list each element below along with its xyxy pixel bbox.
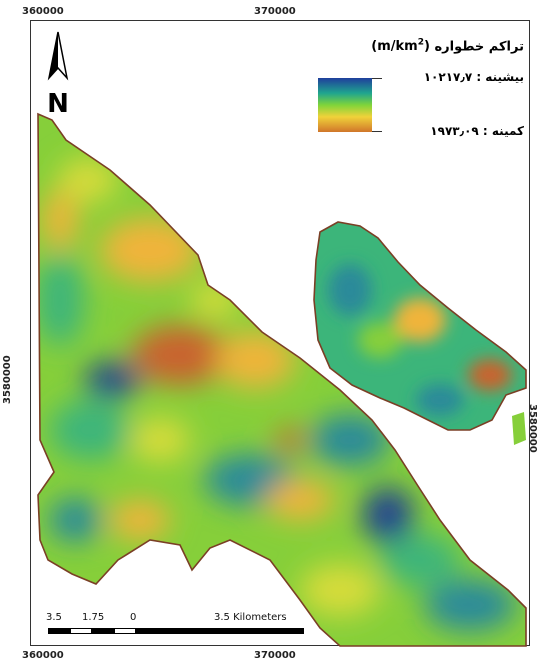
blob-mid-3 bbox=[300, 564, 380, 616]
blob-high-6 bbox=[424, 579, 516, 631]
scale-seg-4 bbox=[114, 628, 136, 634]
east-density-blobs bbox=[328, 264, 512, 416]
blob-lowmid-5 bbox=[110, 500, 170, 540]
blob-low-1 bbox=[132, 325, 228, 385]
legend-title-text: تراکم خطواره bbox=[434, 39, 524, 55]
legend-max-label: بیشینه : ۱۰۲۱۷٫۷ bbox=[423, 70, 524, 84]
scale-seg-2 bbox=[70, 628, 92, 634]
scale-label-4: 3.5 Kilometers bbox=[214, 612, 287, 623]
blob-vhigh-2 bbox=[362, 487, 414, 543]
blob-high-4 bbox=[310, 414, 390, 466]
north-letter: N bbox=[47, 89, 69, 118]
legend-max-tick bbox=[372, 78, 382, 79]
blob-lowmid-3 bbox=[266, 480, 334, 520]
scale-label-1: 3.5 bbox=[46, 612, 62, 623]
blob-lowmid-1 bbox=[100, 218, 200, 282]
legend-unit: (m/km2) bbox=[371, 38, 430, 55]
coord-bottom-mid: 370000 bbox=[254, 650, 296, 661]
coord-bottom-left: 360000 bbox=[22, 650, 64, 661]
east-blob-1 bbox=[394, 298, 446, 342]
scale-seg-5 bbox=[136, 628, 304, 634]
legend: تراکم خطواره (m/km2) بیشینه : ۱۰۲۱۷٫۷ کم… bbox=[314, 38, 524, 158]
blob-mid-4 bbox=[191, 282, 239, 318]
tip-fill bbox=[512, 412, 526, 445]
scale-label-2: 1.75 bbox=[82, 612, 105, 623]
east-blob-5 bbox=[416, 384, 464, 416]
scale-bar: 3.5 1.75 0 3.5 Kilometers bbox=[46, 612, 306, 642]
blob-vhigh-1 bbox=[84, 362, 140, 398]
blob-mid-2 bbox=[130, 418, 190, 462]
scale-seg-1 bbox=[48, 628, 70, 634]
blob-high-1 bbox=[38, 254, 84, 346]
east-blob-2 bbox=[468, 359, 512, 391]
blob-high-5 bbox=[380, 534, 460, 586]
scale-seg-3 bbox=[92, 628, 114, 634]
blob-high-2 bbox=[50, 400, 130, 460]
tip-landmass bbox=[512, 412, 526, 445]
blob-mid-1 bbox=[58, 158, 118, 202]
blob-high-7 bbox=[49, 498, 101, 542]
legend-min-tick bbox=[372, 131, 382, 132]
legend-min-label: کمینه : ۱۹۷۳٫۰۹ bbox=[430, 124, 524, 138]
coord-top-mid: 370000 bbox=[254, 6, 296, 17]
scale-label-3: 0 bbox=[130, 612, 137, 623]
east-blob-4 bbox=[358, 322, 402, 358]
legend-gradient bbox=[318, 78, 372, 132]
east-blob-3 bbox=[328, 264, 372, 316]
blob-lowmid-2 bbox=[215, 332, 295, 388]
legend-title: تراکم خطواره (m/km2) bbox=[371, 38, 524, 54]
coord-top-left: 360000 bbox=[22, 6, 64, 17]
blob-lowmid-4 bbox=[42, 190, 78, 250]
blob-low-2 bbox=[276, 428, 304, 452]
north-arrow-icon: N bbox=[47, 31, 69, 118]
